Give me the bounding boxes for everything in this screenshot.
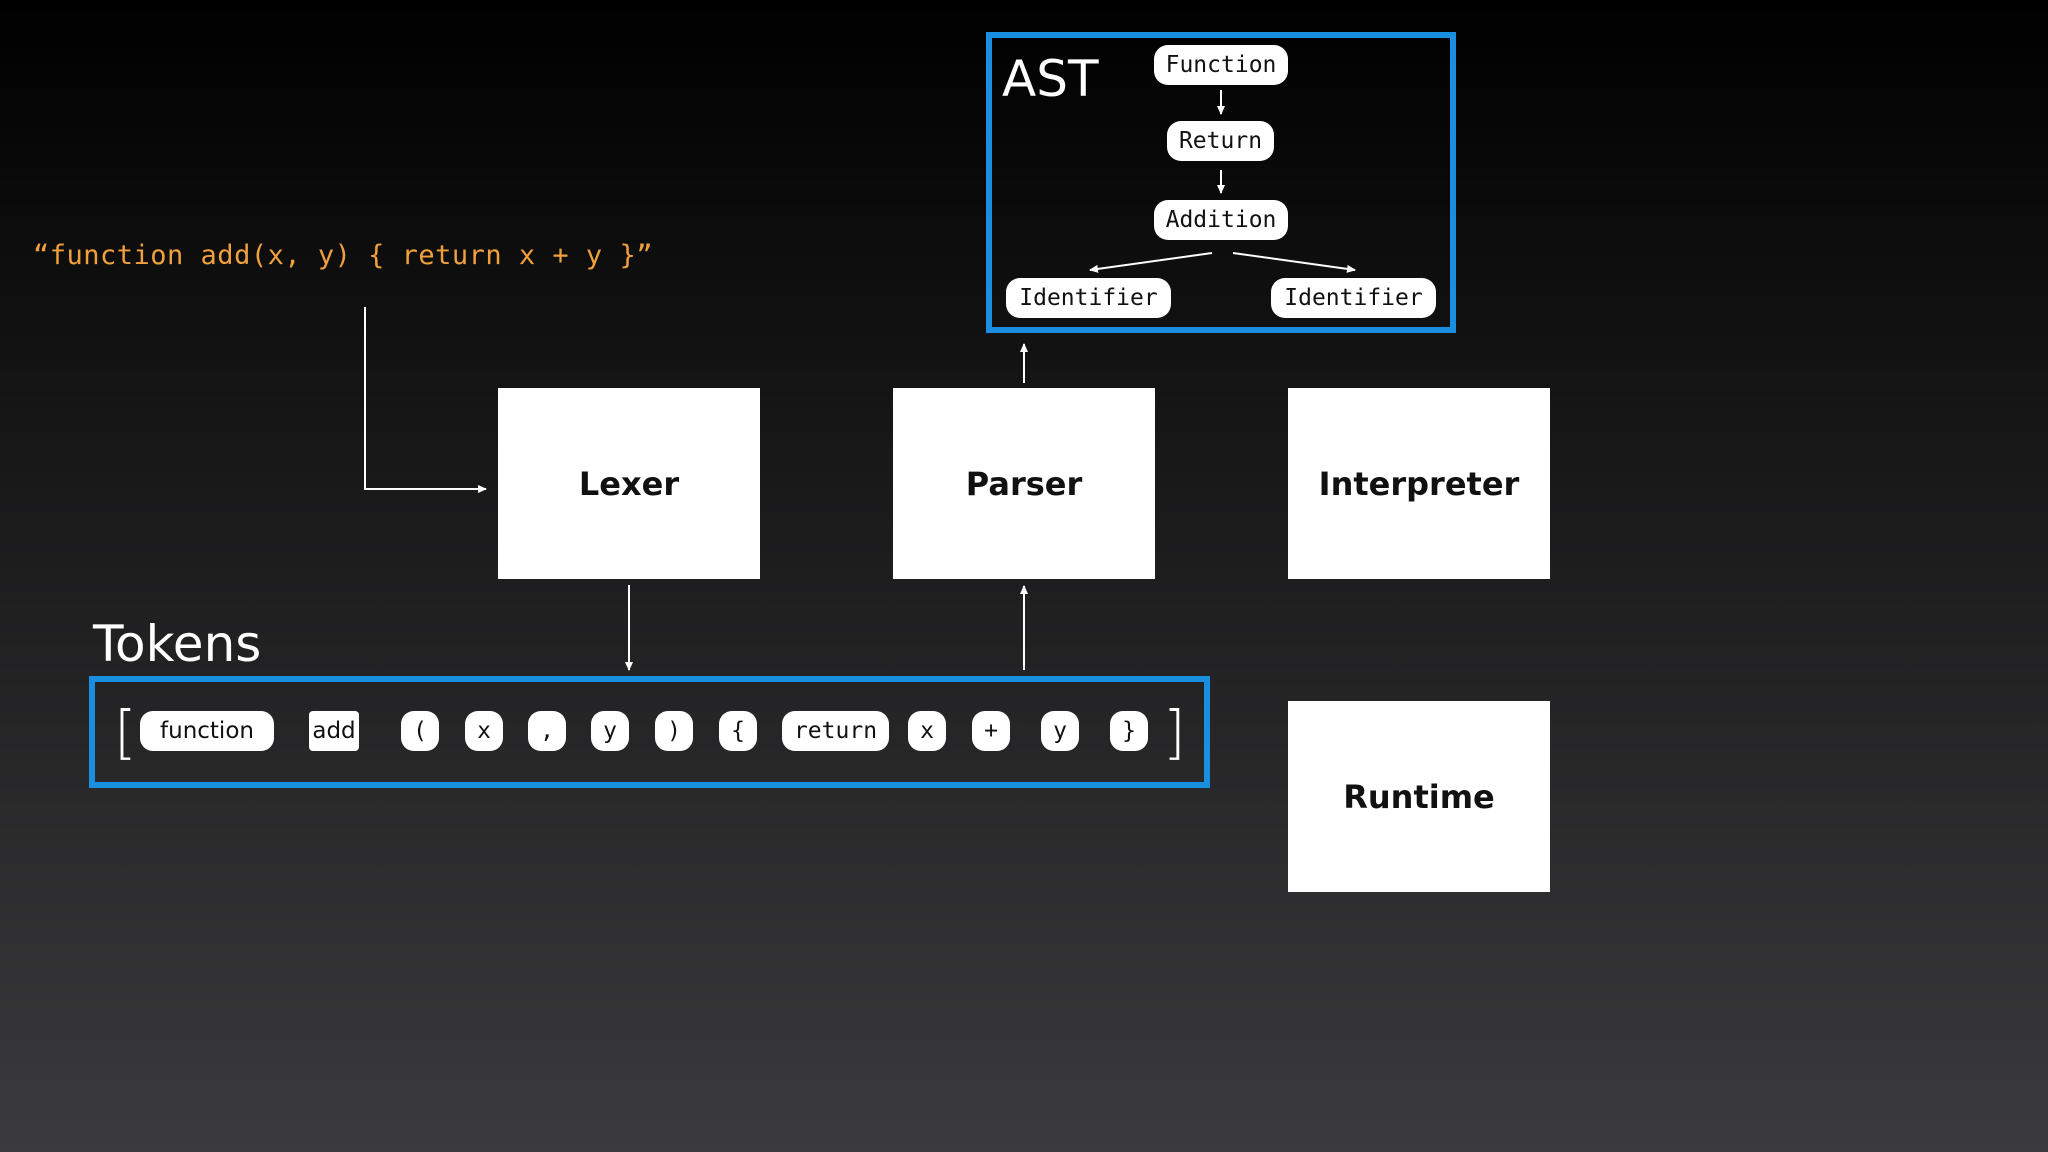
- token-add: add: [309, 711, 359, 751]
- token-x: x: [465, 711, 503, 751]
- runtime-label: Runtime: [1343, 777, 1495, 816]
- lexer-box: Lexer: [498, 388, 760, 579]
- tokens-close-bracket: ]: [1163, 698, 1186, 766]
- source-to-lexer-arrow: [364, 307, 487, 493]
- token-open-brace: {: [719, 711, 757, 751]
- lexer-label: Lexer: [578, 464, 680, 503]
- ast-node-identifier-right: Identifier: [1271, 278, 1436, 318]
- interpreter-label: Interpreter: [1318, 464, 1520, 503]
- ast-title: AST: [1002, 50, 1099, 108]
- ast-edge-addition-identifier-left: [1089, 252, 1213, 273]
- interpreter-box: Interpreter: [1288, 388, 1550, 579]
- parser-label: Parser: [965, 464, 1083, 503]
- tokens-title: Tokens: [93, 615, 262, 673]
- source-code-string: “function add(x, y) { return x + y }”: [33, 240, 653, 271]
- token-close-paren: ): [655, 711, 693, 751]
- token-y-2: y: [1041, 711, 1079, 751]
- token-function: function: [140, 711, 274, 751]
- ast-node-addition: Addition: [1154, 200, 1288, 240]
- parser-box: Parser: [893, 388, 1155, 579]
- tokens-panel: [89, 676, 1210, 788]
- token-return: return: [782, 711, 889, 751]
- ast-edge-addition-identifier-right: [1232, 252, 1356, 273]
- ast-panel: [986, 32, 1456, 333]
- token-plus: +: [972, 711, 1010, 751]
- token-x-2: x: [908, 711, 946, 751]
- token-y: y: [591, 711, 629, 751]
- token-open-paren: (: [401, 711, 439, 751]
- runtime-box: Runtime: [1288, 701, 1550, 892]
- tokens-open-bracket: [: [114, 698, 137, 766]
- ast-node-identifier-left: Identifier: [1006, 278, 1171, 318]
- ast-node-function: Function: [1154, 45, 1288, 85]
- token-close-brace: }: [1110, 711, 1148, 751]
- token-comma: ,: [528, 711, 566, 751]
- ast-node-return: Return: [1167, 121, 1274, 161]
